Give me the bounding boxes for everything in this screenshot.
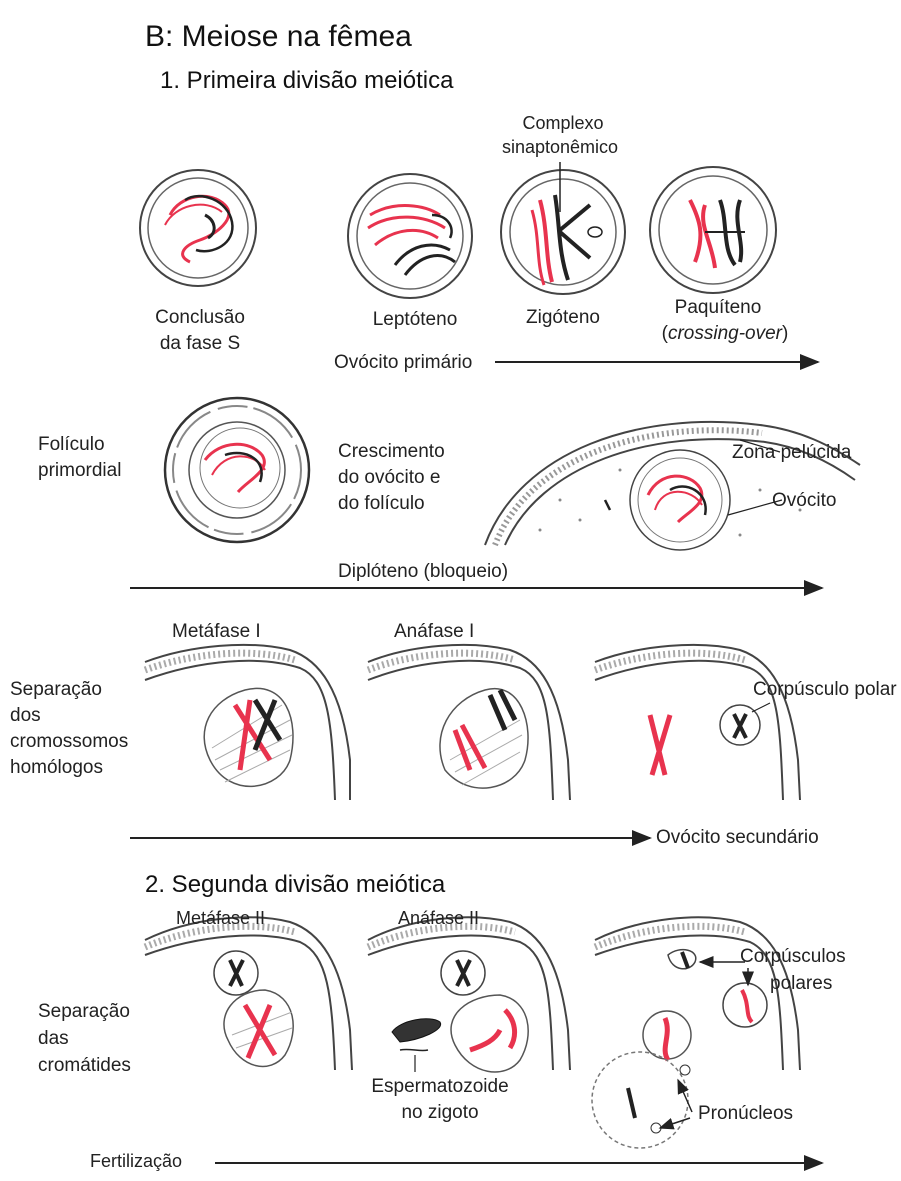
foliculo-primordial-cell [165, 398, 309, 542]
separacao-homologos-4: homólogos [10, 756, 103, 780]
foliculo-label-2: primordial [38, 459, 121, 483]
pronucleos-label: Pronúcleos [698, 1102, 793, 1126]
metafase1-label: Metáfase I [172, 620, 261, 644]
section1-heading: 1. Primeira divisão meiótica [160, 66, 453, 96]
cell-zigoteno [501, 170, 625, 294]
leptoteno-label: Leptóteno [360, 308, 470, 332]
corpusculo-polar-label: Corpúsculo polar [753, 678, 897, 702]
separacao-cromatides-1: Separação [38, 1000, 130, 1024]
anafase1-cell [368, 645, 570, 800]
ovocito-secundario-label: Ovócito secundário [656, 826, 819, 850]
conclusao-label-2: da fase S [145, 332, 255, 356]
ovocito-label: Ovócito [772, 489, 836, 513]
diploteno-label: Diplóteno (bloqueio) [338, 560, 508, 584]
foliculo-label-1: Folículo [38, 433, 105, 457]
crescimento-label-2: do ovócito e [338, 466, 440, 490]
cell-conclusao-fase-s [140, 170, 256, 286]
pronucleos-arrow-1 [660, 1118, 690, 1128]
metafase2-cell [145, 917, 352, 1070]
corpusculo-polar-leader [752, 703, 770, 712]
section2-heading: 2. Segunda divisão meiótica [145, 870, 445, 900]
separacao-homologos-3: cromossomos [10, 730, 128, 754]
anafase2-label: Anáfase II [398, 907, 479, 930]
pronucleos-arrow-2 [678, 1080, 692, 1112]
corpusculo-polar-cell [595, 645, 800, 800]
paquiteno-label: Paquíteno [658, 296, 778, 320]
separacao-cromatides-2: das [38, 1027, 69, 1051]
espermatozoide-label-2: no zigoto [370, 1101, 510, 1125]
zigoteno-label: Zigóteno [508, 306, 618, 330]
espermatozoide-label-1: Espermatozoide [370, 1075, 510, 1099]
ovocito-primario-label: Ovócito primário [334, 351, 472, 375]
complexo-label-2: sinaptonêmico [485, 136, 635, 159]
fertilizacao-label: Fertilização [90, 1150, 182, 1173]
separacao-homologos-1: Separação [10, 678, 102, 702]
crescimento-label-1: Crescimento [338, 440, 445, 464]
metafase2-label: Metáfase II [176, 907, 265, 930]
crescimento-label-3: do folículo [338, 492, 425, 516]
cell-leptoteno [348, 174, 472, 298]
page-title: B: Meiose na fêmea [145, 18, 412, 56]
crossing-over-label: (crossing-over) [660, 322, 790, 346]
cell-paquiteno [650, 167, 776, 293]
separacao-homologos-2: dos [10, 704, 41, 728]
separacao-cromatides-3: cromátides [38, 1054, 131, 1078]
zona-pelucida-label: Zona pelúcida [732, 441, 851, 465]
metafase1-cell [145, 645, 350, 800]
corpusculos-polares-1: Corpúsculos [740, 945, 846, 969]
corpusculos-polares-2: polares [770, 972, 832, 996]
conclusao-label-1: Conclusão [145, 306, 255, 330]
anafase2-cell [368, 917, 570, 1072]
complexo-label-1: Complexo [498, 112, 628, 135]
anafase1-label: Anáfase I [394, 620, 474, 644]
